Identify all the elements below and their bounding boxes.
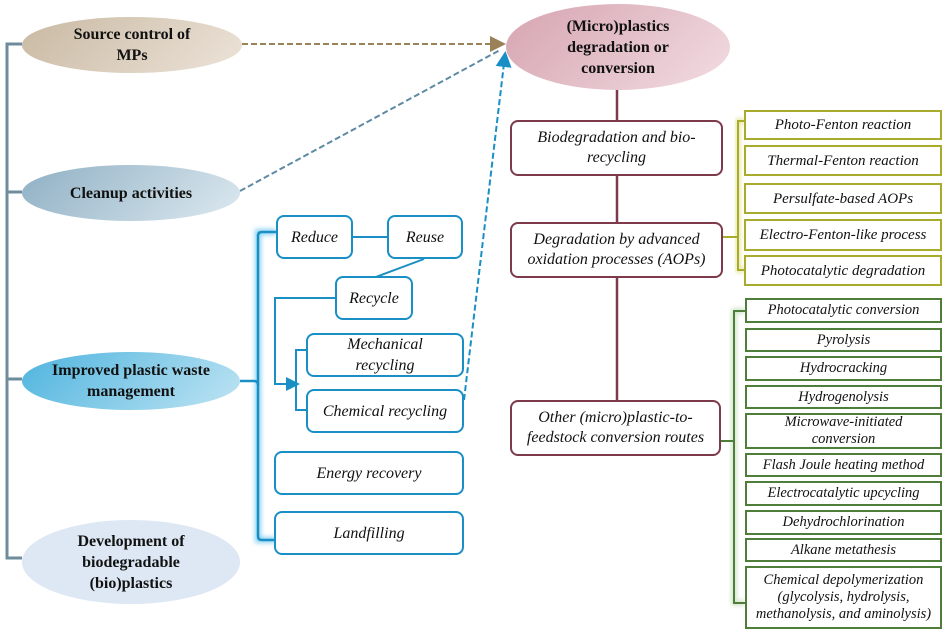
- cleanup-to-center-arrow: [239, 49, 501, 192]
- aop-method-label: Photo-Fenton reaction: [774, 117, 912, 133]
- reduce-label: Reduce: [290, 228, 339, 246]
- other-routes-box: Other (micro)plastic-to-feedstock conver…: [510, 400, 721, 456]
- cleanup-label: Cleanup activities: [69, 184, 193, 202]
- biodegradable-node: Development of biodegradable (bio)plasti…: [22, 520, 240, 604]
- conversion-route-box: Electrocatalytic upcycling: [745, 481, 942, 506]
- conversion-route-box: Chemical depolymerization (glycolysis, h…: [745, 566, 942, 629]
- waste-to-bracket-line: [240, 379, 260, 386]
- conversion-route-box: Hydrogenolysis: [745, 385, 942, 409]
- conversion-route-box: Dehydrochlorination: [745, 510, 942, 535]
- mechanical-recycling-box: Mechanical recycling: [306, 333, 464, 377]
- chemical-recycling-label: Chemical recycling: [322, 402, 448, 420]
- biodegradation-label: Biodegradation and bio-recycling: [537, 129, 696, 166]
- conversion-route-label: Hydrogenolysis: [798, 388, 889, 405]
- energy-recovery-label: Energy recovery: [316, 464, 422, 482]
- aop-method-label: Electro-Fenton-like process: [759, 227, 927, 243]
- other-routes-label: Other (micro)plastic-to-feedstock conver…: [526, 409, 705, 446]
- conversion-route-label: Flash Joule heating method: [762, 456, 925, 473]
- landfilling-label: Landfilling: [333, 524, 405, 542]
- conversion-route-label: Alkane metathesis: [790, 541, 897, 558]
- aop-method-label: Thermal-Fenton reaction: [767, 152, 919, 169]
- biodegradation-box: Biodegradation and bio-recycling: [510, 120, 723, 176]
- degradation-conversion-label: (Micro)plastics degradation or conversio…: [566, 17, 670, 77]
- aop-method-box: Electro-Fenton-like process: [744, 219, 942, 251]
- chemical-recycling-box: Chemical recycling: [306, 389, 464, 433]
- aop-method-label: Persulfate-based AOPs: [772, 190, 914, 207]
- reuse-label: Reuse: [405, 228, 445, 246]
- conversion-route-label: Hydrocracking: [799, 360, 888, 376]
- waste-management-label: Improved plastic waste management: [52, 362, 210, 400]
- conversion-route-box: Alkane metathesis: [745, 538, 942, 562]
- cleanup-node: Cleanup activities: [22, 165, 240, 221]
- aop-method-box: Photocatalytic degradation: [744, 255, 942, 286]
- aops-box: Degradation by advanced oxidation proces…: [510, 222, 723, 278]
- conversion-route-box: Pyrolysis: [745, 328, 942, 352]
- reduce-box: Reduce: [276, 215, 353, 259]
- degradation-conversion-node: (Micro)plastics degradation or conversio…: [506, 4, 730, 90]
- waste-management-node: Improved plastic waste management: [22, 352, 240, 410]
- mechanical-recycling-label: Mechanical recycling: [347, 336, 423, 374]
- conversion-bracket: [733, 310, 745, 604]
- conversion-route-label: Pyrolysis: [816, 331, 871, 348]
- biodegradable-label: Development of biodegradable (bio)plasti…: [77, 532, 185, 592]
- aop-method-box: Photo-Fenton reaction: [744, 110, 942, 140]
- source-control-label: Source control of MPs: [73, 26, 191, 64]
- reuse-box: Reuse: [387, 215, 463, 259]
- chemical-to-center-arrow: [463, 51, 512, 401]
- conversion-route-box: Flash Joule heating method: [745, 453, 942, 477]
- aop-method-label: Photocatalytic degradation: [760, 262, 926, 279]
- conversion-route-box: Hydrocracking: [745, 356, 942, 381]
- aops-label: Degradation by advanced oxidation proces…: [527, 231, 706, 268]
- conversion-route-box: Microwave-initiated conversion: [745, 413, 942, 449]
- recycle-box: Recycle: [335, 276, 413, 320]
- conversion-route-label: Dehydrochlorination: [782, 514, 905, 530]
- conversion-route-label: Microwave-initiated conversion: [784, 414, 903, 447]
- waste-bracket-line: [256, 230, 276, 542]
- conversion-route-label: Chemical depolymerization (glycolysis, h…: [755, 572, 932, 622]
- landfilling-box: Landfilling: [274, 511, 464, 555]
- aop-method-box: Thermal-Fenton reaction: [744, 145, 942, 176]
- conversion-route-box: Photocatalytic conversion: [745, 298, 942, 323]
- conversion-route-label: Electrocatalytic upcycling: [767, 485, 920, 501]
- aop-method-box: Persulfate-based AOPs: [744, 183, 942, 214]
- left-trunk-line: [5, 42, 22, 560]
- energy-recovery-box: Energy recovery: [274, 451, 464, 495]
- source-control-node: Source control of MPs: [22, 17, 242, 73]
- conversion-route-label: Photocatalytic conversion: [767, 302, 920, 318]
- recycle-label: Recycle: [349, 289, 399, 307]
